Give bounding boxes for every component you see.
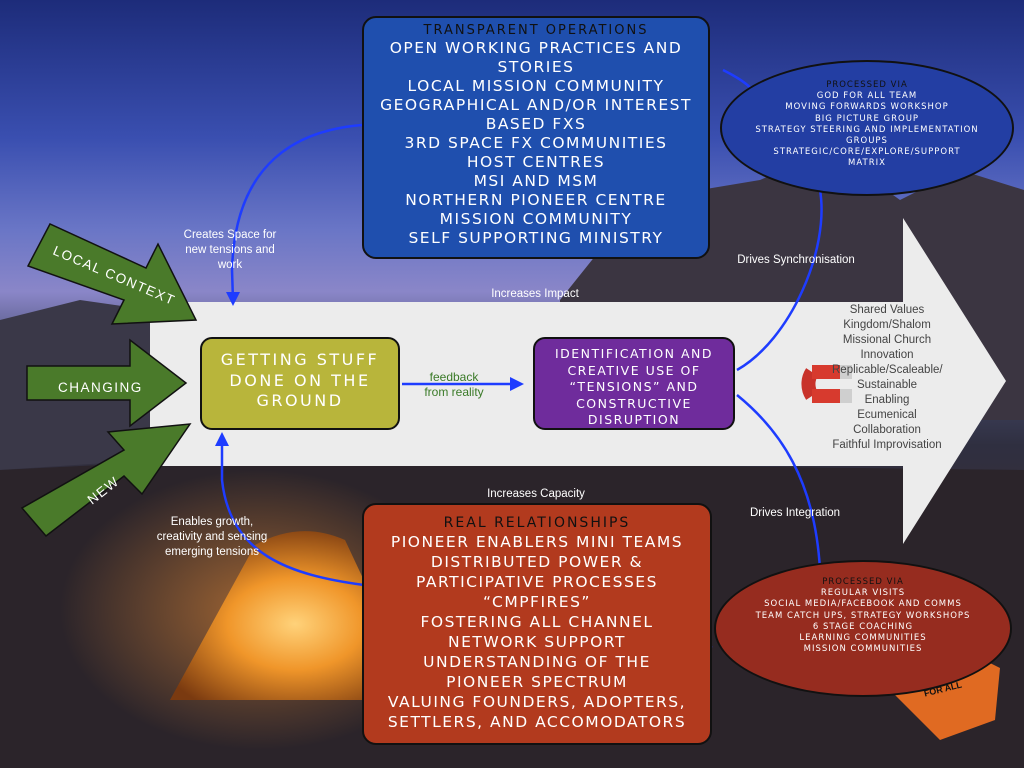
creates-space-arrowhead xyxy=(226,292,240,306)
oval-top-item: GROUPS xyxy=(846,136,888,147)
transparent-item: MSI AND MSM xyxy=(473,172,599,190)
value-item: Kingdom/Shalom xyxy=(843,319,931,331)
enables-growth-line: Enables growth, xyxy=(170,516,254,528)
creates-space-line: Creates Space for xyxy=(183,229,277,241)
oval-top-item: STRATEGIC/CORE/EXPLORE/SUPPORT xyxy=(773,147,961,158)
real-item: SETTLERS, AND ACCOMODATORS xyxy=(387,713,687,731)
creates-space-connector xyxy=(230,123,363,301)
enables-growth-label: Enables growth, creativity and sensing e… xyxy=(142,515,282,560)
real-relationships-box: REAL RELATIONSHIPS PIONEER ENABLERS MINI… xyxy=(362,503,712,745)
value-item: Innovation xyxy=(860,349,914,361)
creates-space-label: Creates Space for new tensions and work xyxy=(172,228,288,273)
identification-tensions-box: IDENTIFICATION AND CREATIVE USE OF “TENS… xyxy=(533,337,735,430)
drives-sync-label: Drives Synchronisation xyxy=(737,254,855,266)
oval-bottom-item: SOCIAL MEDIA/FACEBOOK AND COMMS xyxy=(764,599,962,610)
getting-line: DONE ON THE xyxy=(229,370,371,390)
transparent-operations-box: TRANSPARENT OPERATIONS OPEN WORKING PRAC… xyxy=(362,16,710,259)
enables-growth-arrowhead xyxy=(215,432,229,446)
value-item: Collaboration xyxy=(853,424,921,436)
increases-impact-label: Increases Impact xyxy=(491,288,579,300)
transparent-item: SELF SUPPORTING MINISTRY xyxy=(408,229,664,247)
tent-shape xyxy=(170,531,420,700)
processed-via-bottom-title: PROCESSED VIA xyxy=(822,577,904,587)
feedback-arrowhead xyxy=(510,377,524,391)
real-relationships-title: REAL RELATIONSHIPS xyxy=(443,515,631,531)
real-item: PIONEER SPECTRUM xyxy=(446,673,628,691)
feedback-label: feedback from reality xyxy=(412,370,496,400)
real-item: PIONEER ENABLERS MINI TEAMS xyxy=(390,533,684,551)
transparent-item: GEOGRAPHICAL AND/OR INTEREST xyxy=(380,96,692,114)
changing-label: CHANGING xyxy=(58,380,143,395)
value-item: Ecumenical xyxy=(857,409,917,421)
creates-space-line: new tensions and xyxy=(185,244,275,256)
real-item: UNDERSTANDING OF THE xyxy=(423,653,651,671)
real-item: FOSTERING ALL CHANNEL xyxy=(420,613,654,631)
getting-stuff-done-box: GETTING STUFF DONE ON THE GROUND xyxy=(200,337,400,430)
real-item: PARTICIPATIVE PROCESSES xyxy=(416,573,658,591)
oval-bottom-item: REGULAR VISITS xyxy=(820,588,906,599)
ident-line: “TENSIONS” AND xyxy=(569,379,699,394)
oval-bottom-item: TEAM CATCH UPS, STRATEGY WORKSHOPS xyxy=(755,610,971,621)
transparent-item: NORTHERN PIONEER CENTRE xyxy=(405,191,667,209)
processed-via-bottom-oval: PROCESSED VIA REGULAR VISITS SOCIAL MEDI… xyxy=(714,560,1012,697)
oval-bottom-item: LEARNING COMMUNITIES xyxy=(799,633,927,644)
oval-top-item: MOVING FORWARDS WORKSHOP xyxy=(785,102,949,113)
local-context-arrow xyxy=(26,223,198,325)
real-item: DISTRIBUTED POWER & xyxy=(430,553,644,571)
drives-integration-connector xyxy=(736,394,822,571)
oval-top-item: STRATEGY STEERING AND IMPLEMENTATION xyxy=(755,124,979,135)
value-item: Faithful Improvisation xyxy=(832,439,942,451)
drives-sync-connector xyxy=(736,189,823,372)
magnet-icon xyxy=(801,365,852,403)
ident-line: CREATIVE USE OF xyxy=(567,362,701,378)
getting-line: GETTING STUFF xyxy=(220,350,380,369)
feedback-line: feedback xyxy=(429,370,479,384)
value-item: Shared Values xyxy=(849,304,925,316)
enables-growth-line: emerging tensions xyxy=(165,546,259,558)
transparent-item: OPEN WORKING PRACTICES AND xyxy=(389,39,683,57)
transparent-item: STORIES xyxy=(497,58,575,76)
oval-top-item: BIG PICTURE GROUP xyxy=(814,113,920,124)
ident-line: IDENTIFICATION AND xyxy=(554,346,714,361)
value-item: Sustainable xyxy=(856,379,918,391)
oval-bottom-item: MISSION COMMUNITIES xyxy=(803,644,923,655)
real-item: NETWORK SUPPORT xyxy=(448,633,626,651)
drives-integration-label: Drives Integration xyxy=(749,507,841,519)
transparent-item: BASED FXS xyxy=(485,115,587,133)
transparent-item: HOST CENTRES xyxy=(466,153,606,171)
transparent-item: MISSION COMMUNITY xyxy=(439,210,633,228)
transparent-item: LOCAL MISSION COMMUNITY xyxy=(407,77,665,95)
changing-arrow xyxy=(26,338,188,428)
transparent-operations-title: TRANSPARENT OPERATIONS xyxy=(423,23,649,38)
oval-top-item: MATRIX xyxy=(848,158,886,169)
processed-via-top-title: PROCESSED VIA xyxy=(826,80,908,90)
processed-via-top-oval: PROCESSED VIA GOD FOR ALL TEAM MOVING FO… xyxy=(720,60,1014,196)
enables-growth-connector xyxy=(220,440,365,587)
feedback-line: from reality xyxy=(424,385,484,399)
creates-space-line: work xyxy=(217,259,243,271)
new-arrow xyxy=(20,423,192,538)
increases-capacity-label: Increases Capacity xyxy=(487,488,585,500)
ident-line: DISRUPTION xyxy=(587,412,681,427)
ident-line: CONSTRUCTIVE xyxy=(576,395,692,411)
value-item: Replicable/Scaleable/ xyxy=(832,364,943,376)
oval-top-item: GOD FOR ALL TEAM xyxy=(816,91,918,102)
value-item: Missional Church xyxy=(842,334,932,346)
real-item: “CMPFIRES” xyxy=(483,593,591,611)
transparent-item: 3RD SPACE FX COMMUNITIES xyxy=(404,134,668,152)
oval-bottom-item: 6 STAGE COACHING xyxy=(812,621,914,632)
getting-line: GROUND xyxy=(256,391,344,410)
shared-values-list: Shared Values Kingdom/Shalom Missional C… xyxy=(832,303,943,453)
value-item: Enabling xyxy=(864,394,910,406)
enables-growth-line: creativity and sensing xyxy=(156,531,268,543)
real-item: VALUING FOUNDERS, ADOPTERS, xyxy=(387,693,687,711)
